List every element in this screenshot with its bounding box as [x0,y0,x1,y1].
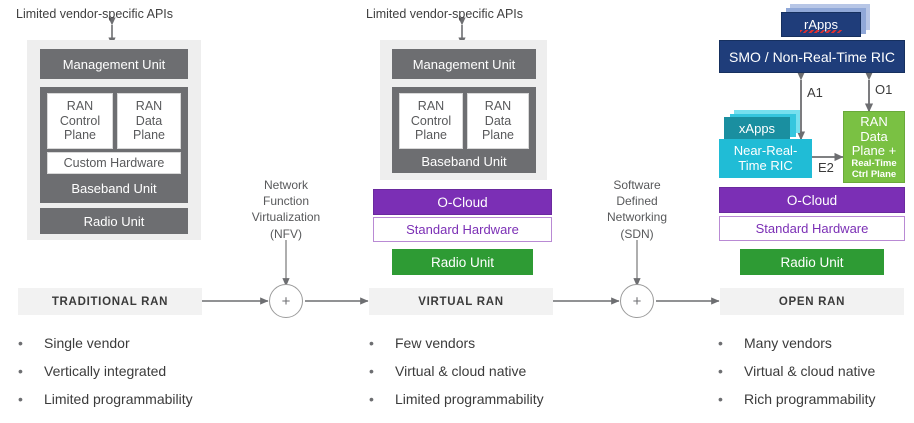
virtual-api-label: Limited vendor-specific APIs [366,7,524,21]
rdp-line-2: Data [860,128,888,144]
traditional-custom-hardware[interactable]: Custom Hardware [47,152,181,174]
traditional-api-label: Limited vendor-specific APIs [16,7,174,21]
bullet-dot: • [18,363,23,379]
bullet-text: Few vendors [395,335,476,351]
interface-label-e2: E2 [818,160,834,175]
ran-control-plane-line-3: Plane [64,128,96,143]
ran-data-plane-line-2: Data [135,113,163,128]
virtual-bullet-2: • Virtual & cloud native [369,363,579,379]
ran-control-plane-line-3: Plane [415,128,447,143]
ran-data-plane-realtime-ctrl-plane[interactable]: RAN Data Plane + Real-Time Ctrl Plane [843,111,905,183]
sdn-line-1: Software [613,178,661,192]
ran-control-plane-line-1: RAN [66,99,94,114]
traditional-ran-data-plane[interactable]: RAN Data Plane [117,93,181,149]
open-o-cloud[interactable]: O-Cloud [719,187,905,213]
virtual-standard-hardware[interactable]: Standard Hardware [373,217,552,242]
bullet-dot: • [718,391,723,407]
traditional-management-unit[interactable]: Management Unit [40,49,188,79]
ran-data-plane-line-1: RAN [484,99,512,114]
ran-data-plane-line-3: Plane [133,128,165,143]
bullet-dot: • [718,335,723,351]
open-bullet-1: • Many vendors [718,335,914,351]
traditional-radio-unit[interactable]: Radio Unit [40,208,188,234]
bullet-text: Many vendors [744,335,832,351]
bullet-dot: • [369,335,374,351]
bullet-text: Single vendor [44,335,130,351]
open-bullet-3: • Rich programmability [718,391,914,407]
rdp-small-line-2: Ctrl Plane [851,168,897,180]
open-standard-hardware[interactable]: Standard Hardware [719,216,905,241]
bullet-text: Limited programmability [395,391,544,407]
transition-sdn-label: Software Defined Networking (SDN) [587,177,687,242]
bullet-dot: • [18,391,23,407]
bullet-text: Vertically integrated [44,363,167,379]
rapps-box[interactable]: rApps [781,12,861,37]
traditional-bullet-2: • Vertically integrated [18,363,228,379]
sdn-line-3: Networking [606,210,668,225]
bullet-dot: • [18,335,23,351]
xapps-box[interactable]: xApps [724,117,790,140]
virtual-bullet-3: • Limited programmability [369,391,599,407]
ran-data-plane-line-2: Data [484,113,512,128]
interface-label-a1: A1 [807,85,823,100]
bullet-dot: • [718,363,723,379]
virtual-bullet-1: • Few vendors [369,335,579,351]
traditional-baseband-unit-label: Baseband Unit [71,180,157,196]
near-real-time-ric[interactable]: Near-Real- Time RIC [719,139,812,178]
transition-nfv-label: Network Function Virtualization (NFV) [236,177,336,242]
near-rt-ric-line-2: Time RIC [738,157,793,173]
bullet-text: Virtual & cloud native [395,363,527,379]
near-rt-ric-line-1: Near-Real- [733,142,798,158]
bullet-text: Virtual & cloud native [744,363,876,379]
open-bullet-2: • Virtual & cloud native [718,363,914,379]
bullet-text: Limited programmability [44,391,193,407]
bullet-dot: • [369,391,374,407]
virtual-o-cloud[interactable]: O-Cloud [373,189,552,215]
traditional-bullet-1: • Single vendor [18,335,228,351]
stage-label-open-ran: OPEN RAN [720,288,904,315]
smo-non-realtime-ric[interactable]: SMO / Non-Real-Time RIC [719,40,905,73]
sdn-plus-node[interactable]: + [620,284,654,318]
ran-control-plane-line-2: Control [59,113,101,128]
virtual-baseband-unit-label: Baseband Unit [421,154,507,169]
nfv-line-3: Virtualization [251,210,321,225]
ran-data-plane-line-1: RAN [135,99,163,114]
rdp-small-line-1: Real-Time [851,157,897,169]
virtual-ran-data-plane[interactable]: RAN Data Plane [467,93,529,149]
ran-data-plane-line-3: Plane [482,128,514,143]
traditional-ran-control-plane[interactable]: RAN Control Plane [47,93,113,149]
virtual-management-unit[interactable]: Management Unit [392,49,536,79]
virtual-ran-control-plane[interactable]: RAN Control Plane [399,93,463,149]
spellcheck-underline-icon [800,30,842,33]
sdn-line-2: Defined [616,194,658,209]
rdp-line-3: Plane + [851,143,897,159]
nfv-line-2: Function [262,194,310,209]
traditional-bullet-3: • Limited programmability [18,391,248,407]
ran-control-plane-line-1: RAN [417,99,445,114]
interface-label-o1: O1 [875,82,893,97]
stage-label-traditional-ran: TRADITIONAL RAN [18,288,202,315]
bullet-dot: • [369,363,374,379]
sdn-line-4: (SDN) [620,226,654,241]
open-radio-unit[interactable]: Radio Unit [740,249,884,275]
ran-control-plane-line-2: Control [410,113,452,128]
rapps-label: rApps [804,17,838,32]
nfv-plus-node[interactable]: + [269,284,303,318]
nfv-line-1: Network [263,178,308,192]
stage-label-virtual-ran: VIRTUAL RAN [369,288,553,315]
rdp-line-1: RAN [860,114,888,130]
virtual-radio-unit[interactable]: Radio Unit [392,249,533,275]
bullet-text: Rich programmability [744,391,876,407]
nfv-line-4: (NFV) [270,226,302,241]
